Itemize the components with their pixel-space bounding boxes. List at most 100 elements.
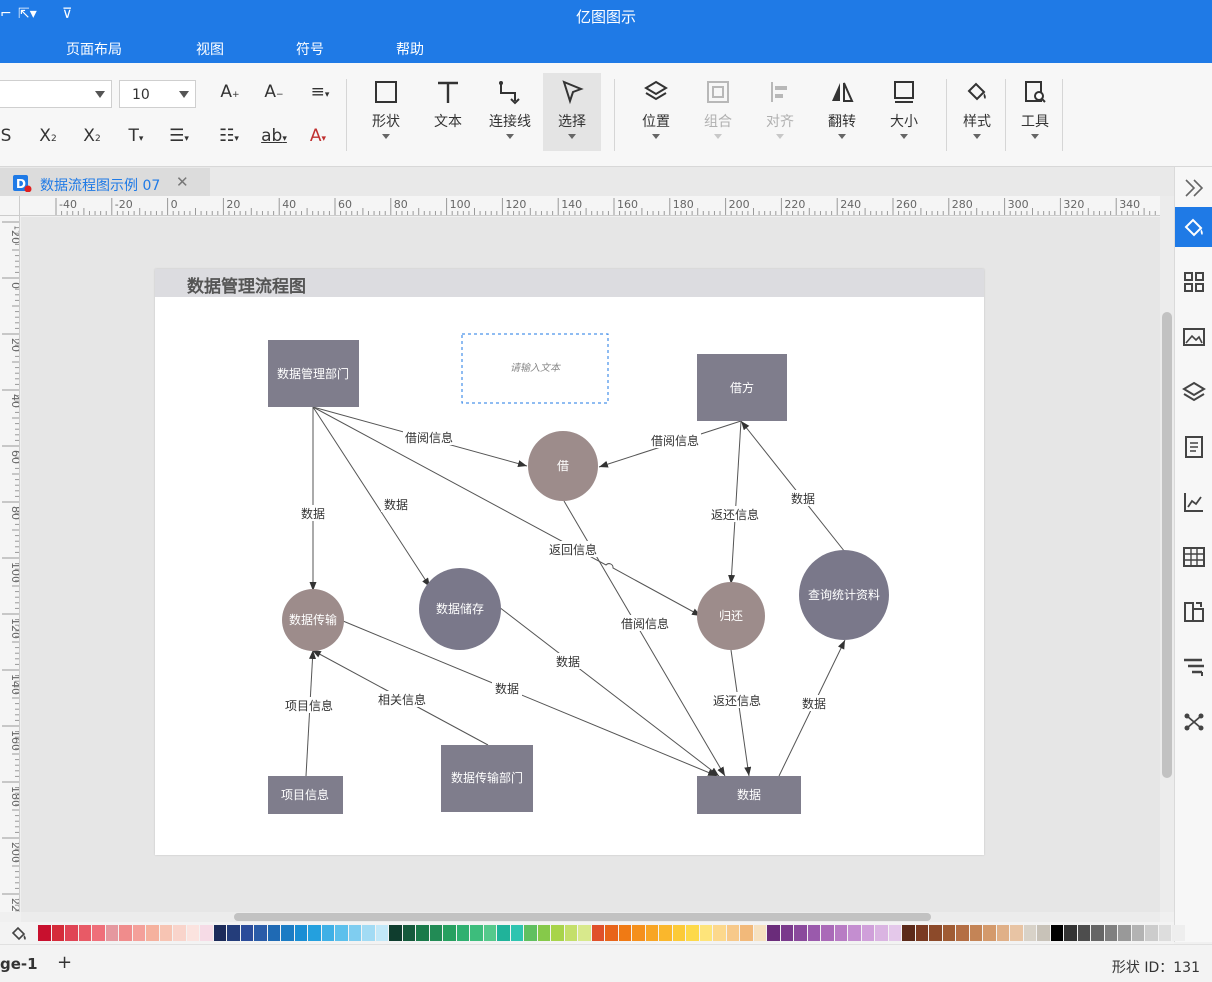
edge-label[interactable]: 返还信息 bbox=[711, 507, 759, 522]
node-data-box[interactable] bbox=[697, 776, 801, 814]
color-swatch[interactable] bbox=[929, 925, 942, 941]
menu-page-layout[interactable]: 页面布局 bbox=[66, 42, 122, 58]
edge-storage-data[interactable] bbox=[498, 606, 720, 777]
color-swatch[interactable] bbox=[348, 925, 361, 941]
color-swatch[interactable] bbox=[753, 925, 766, 941]
add-page-button[interactable]: + bbox=[57, 952, 73, 973]
superscript-icon[interactable]: X2 bbox=[39, 126, 57, 146]
line-spacing-icon[interactable]: ☰▾ bbox=[169, 126, 189, 146]
edge-label[interactable]: 数据 bbox=[556, 654, 580, 669]
edge-dept-return[interactable] bbox=[312, 406, 702, 617]
color-swatch[interactable] bbox=[699, 925, 712, 941]
color-swatch[interactable] bbox=[848, 925, 861, 941]
color-swatch[interactable] bbox=[1158, 925, 1171, 941]
shape-button[interactable]: 形状 bbox=[357, 73, 415, 151]
color-swatch[interactable] bbox=[78, 925, 91, 941]
color-swatch[interactable] bbox=[996, 925, 1009, 941]
bullet-list-icon[interactable]: ☷▾ bbox=[219, 126, 239, 146]
edge-query-borrower[interactable] bbox=[740, 420, 846, 553]
fill-panel-button[interactable] bbox=[1175, 207, 1212, 247]
text-case-icon[interactable]: T▾ bbox=[128, 126, 144, 146]
text-button[interactable]: 文本 bbox=[419, 73, 477, 151]
color-swatch[interactable] bbox=[726, 925, 739, 941]
color-swatch[interactable] bbox=[389, 925, 402, 941]
horizontal-scrollbar[interactable] bbox=[21, 912, 1160, 922]
font-color-icon[interactable]: A▾ bbox=[309, 126, 327, 146]
color-swatch[interactable] bbox=[834, 925, 847, 941]
flip-button[interactable]: 翻转 bbox=[813, 73, 871, 151]
color-swatch[interactable] bbox=[308, 925, 321, 941]
color-swatch[interactable] bbox=[524, 925, 537, 941]
group-button[interactable]: 组合 bbox=[689, 73, 747, 151]
color-swatch[interactable] bbox=[38, 925, 51, 941]
color-swatch[interactable] bbox=[875, 925, 888, 941]
chart-panel-button[interactable] bbox=[1175, 481, 1212, 521]
color-swatch[interactable] bbox=[1091, 925, 1104, 941]
style-button[interactable]: 样式 bbox=[948, 73, 1006, 151]
tools-button[interactable]: 工具 bbox=[1006, 73, 1064, 151]
color-swatch[interactable] bbox=[983, 925, 996, 941]
table-panel-button[interactable] bbox=[1175, 536, 1212, 576]
color-swatch[interactable] bbox=[402, 925, 415, 941]
node-query-circle[interactable] bbox=[799, 550, 889, 640]
color-swatch[interactable] bbox=[146, 925, 159, 941]
node-borrower-box[interactable] bbox=[697, 354, 787, 421]
color-swatch[interactable] bbox=[470, 925, 483, 941]
customize-toolbar-icon[interactable]: ⊽ bbox=[62, 6, 73, 22]
color-swatch[interactable] bbox=[119, 925, 132, 941]
node-transferdept-box[interactable] bbox=[441, 745, 533, 812]
color-swatch[interactable] bbox=[618, 925, 631, 941]
edge-label[interactable]: 数据 bbox=[495, 681, 519, 696]
increase-font-icon[interactable]: A+ bbox=[220, 82, 240, 102]
edge-label[interactable]: 相关信息 bbox=[378, 692, 426, 707]
gantt-panel-button[interactable] bbox=[1175, 646, 1212, 686]
outline-panel-button[interactable] bbox=[1175, 591, 1212, 631]
color-swatch[interactable] bbox=[1010, 925, 1023, 941]
color-swatch[interactable] bbox=[92, 925, 105, 941]
scroll-thumb[interactable] bbox=[1162, 312, 1172, 778]
color-swatch[interactable] bbox=[767, 925, 780, 941]
edge-label[interactable]: 借阅信息 bbox=[651, 433, 699, 448]
node-return-circle[interactable] bbox=[697, 582, 765, 650]
color-swatch[interactable] bbox=[429, 925, 442, 941]
size-button[interactable]: 大小 bbox=[875, 73, 933, 151]
edge-label[interactable]: 数据 bbox=[301, 506, 325, 521]
color-swatch[interactable] bbox=[564, 925, 577, 941]
node-borrow-circle[interactable] bbox=[528, 431, 598, 501]
edge-label[interactable]: 返回信息 bbox=[549, 542, 597, 557]
color-swatch[interactable] bbox=[186, 925, 199, 941]
color-swatch[interactable] bbox=[159, 925, 172, 941]
font-size-combo[interactable]: 10 bbox=[119, 80, 196, 108]
color-swatch[interactable] bbox=[888, 925, 901, 941]
color-swatch[interactable] bbox=[1131, 925, 1144, 941]
color-swatch[interactable] bbox=[497, 925, 510, 941]
color-swatch[interactable] bbox=[645, 925, 658, 941]
layers-panel-button[interactable] bbox=[1175, 371, 1212, 411]
color-swatch[interactable] bbox=[294, 925, 307, 941]
color-swatch[interactable] bbox=[713, 925, 726, 941]
quick-access-icon[interactable]: ⌐ bbox=[0, 6, 12, 22]
color-swatch[interactable] bbox=[578, 925, 591, 941]
color-swatch[interactable] bbox=[591, 925, 604, 941]
color-swatch[interactable] bbox=[443, 925, 456, 941]
color-swatch[interactable] bbox=[1023, 925, 1036, 941]
page-panel-button[interactable] bbox=[1175, 426, 1212, 466]
position-button[interactable]: 位置 bbox=[627, 73, 685, 151]
color-swatch[interactable] bbox=[51, 925, 64, 941]
document-tab[interactable]: D 数据流程图示例 07 ✕ bbox=[0, 168, 210, 196]
color-swatch[interactable] bbox=[267, 925, 280, 941]
color-swatch[interactable] bbox=[1145, 925, 1158, 941]
color-swatch[interactable] bbox=[551, 925, 564, 941]
node-project-box[interactable] bbox=[268, 776, 343, 814]
color-swatch[interactable] bbox=[780, 925, 793, 941]
color-swatch[interactable] bbox=[1050, 925, 1063, 941]
edge-return-data[interactable] bbox=[730, 649, 752, 777]
strikethrough-icon[interactable]: S bbox=[0, 126, 12, 146]
color-swatch[interactable] bbox=[362, 925, 375, 941]
color-swatch[interactable] bbox=[227, 925, 240, 941]
fill-color-icon[interactable] bbox=[10, 925, 28, 941]
color-swatch[interactable] bbox=[375, 925, 388, 941]
color-swatch[interactable] bbox=[1104, 925, 1117, 941]
drawing-canvas[interactable]: 数据管理流程图 bbox=[21, 217, 1160, 912]
color-swatch[interactable] bbox=[510, 925, 523, 941]
